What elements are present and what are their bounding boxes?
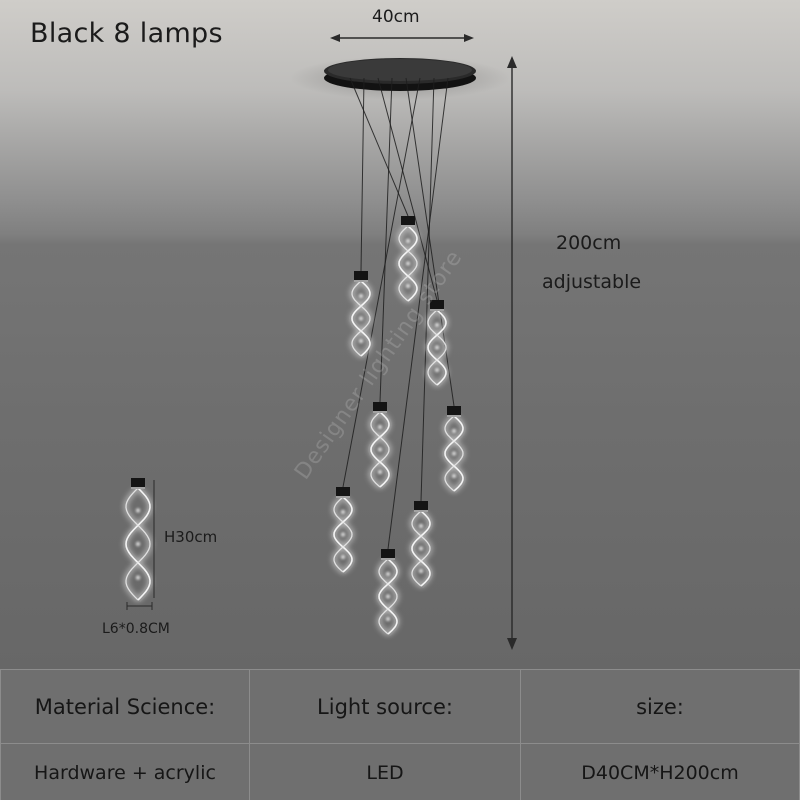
spec-value-row: Hardware + acrylic LED D40CM*H200cm (0, 743, 800, 800)
height-dimension-arrow (507, 56, 517, 650)
width-dimension-arrow (330, 34, 474, 42)
width-label: 40cm (372, 7, 420, 27)
pendant-height-label: H30cm (164, 528, 218, 546)
product-title: Black 8 lamps (30, 18, 223, 49)
spec-header-material: Material Science: (0, 669, 250, 744)
adjustable-label: adjustable (542, 271, 642, 293)
detail-pendant-lamp (122, 478, 154, 603)
height-label: 200cm (556, 232, 622, 254)
spec-header-row: Material Science: Light source: size: (0, 669, 800, 744)
pendant-group (330, 77, 467, 637)
spec-value-size: D40CM*H200cm (520, 743, 800, 800)
ceiling-canopy (324, 58, 476, 91)
pendant-size-label: L6*0.8CM (102, 621, 170, 637)
spec-value-light-source: LED (249, 743, 521, 800)
spec-header-size: size: (520, 669, 800, 744)
spec-header-light-source: Light source: (249, 669, 521, 744)
pendant-lamp-5 (441, 406, 467, 494)
detail-dimension-lines (126, 480, 155, 610)
spec-value-material: Hardware + acrylic (0, 743, 250, 800)
pendant-lamp-3 (424, 300, 450, 388)
pendant-lamp-7 (408, 501, 434, 589)
pendant-lamp-8 (375, 549, 401, 637)
pendant-lamp-4 (367, 402, 393, 490)
detail-pendant (122, 478, 154, 603)
pendant-lamp-2 (348, 271, 374, 359)
pendant-lamp-1 (395, 216, 421, 304)
spec-table: Material Science: Light source: size: Ha… (0, 669, 800, 800)
pendant-lamp-6 (330, 487, 356, 575)
